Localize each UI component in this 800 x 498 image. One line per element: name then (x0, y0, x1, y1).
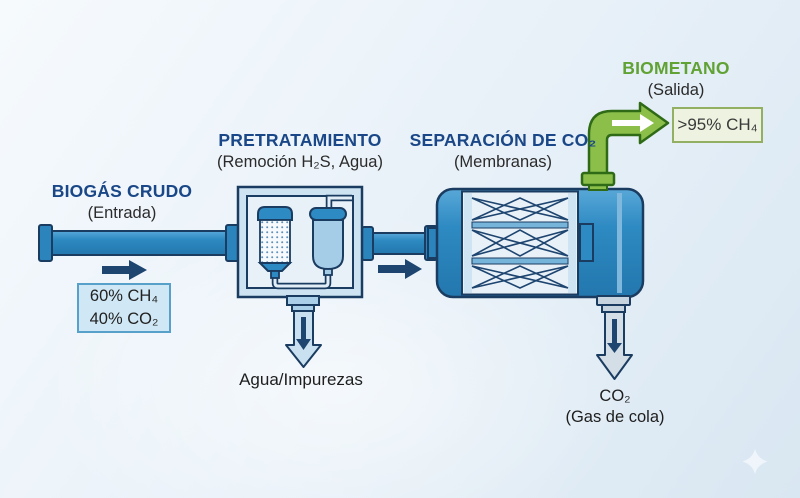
composition-line1: 60% CH₄ (89, 287, 159, 305)
module-port (579, 223, 594, 262)
input-subtitle: (Entrada) (87, 204, 157, 222)
interconnect-pipe (361, 225, 438, 261)
flow-right-arrow-icon (102, 260, 147, 280)
output-title: BIOMETANO (622, 58, 730, 78)
sparkle-watermark-icon (742, 449, 768, 474)
tailgas-line1: CO₂ (599, 387, 631, 405)
h2s-filter-vessel (257, 206, 293, 279)
output-subtitle: (Salida) (647, 81, 705, 99)
inlet-flange-left (38, 224, 53, 262)
inlet-pipe (38, 224, 240, 262)
pretreatment-unit (236, 185, 364, 312)
tailgas-line2: (Gas de cola) (565, 408, 665, 426)
water-impurities-label: Agua/Impurezas (239, 370, 363, 389)
biomethane-elbow-pipe (580, 101, 670, 191)
purity-callout-box: >95% CH₄ (672, 107, 763, 143)
pretreatment-subtitle: (Remoción H₂S, Agua) (217, 153, 383, 171)
separation-stage-label: SEPARACIÓN DE CO₂ (Membranas) (405, 130, 601, 172)
membrane-lattice (471, 197, 569, 289)
input-title: BIOGÁS CRUDO (51, 181, 193, 201)
separation-title: SEPARACIÓN DE CO₂ (409, 130, 597, 150)
flow-right-arrow-icon (612, 114, 654, 132)
membrane-module (427, 187, 645, 313)
tailgas-spout (601, 304, 626, 313)
pretreatment-stage-label: PRETRATAMIENTO (Remoción H₂S, Agua) (210, 130, 390, 172)
pretreatment-title: PRETRATAMIENTO (218, 130, 382, 150)
output-stage-label: BIOMETANO (Salida) (586, 58, 766, 100)
elbow-flange (580, 171, 616, 187)
flow-right-arrow-icon (378, 259, 422, 279)
composition-callout-box: 60% CH₄ 40% CO₂ (77, 283, 171, 333)
water-dryer-vessel (309, 207, 347, 276)
tailgas-label: CO₂ (Gas de cola) (545, 386, 685, 428)
separation-subtitle: (Membranas) (453, 153, 553, 171)
tailgas-spout (596, 295, 631, 306)
composition-line2: 40% CO₂ (89, 310, 159, 328)
input-stage-label: BIOGÁS CRUDO (Entrada) (32, 181, 212, 223)
down-arrow-icon (596, 311, 633, 380)
module-highlight (617, 193, 622, 293)
down-arrow-icon (285, 310, 322, 368)
purity-value: >95% CH₄ (677, 115, 758, 134)
drain-neck (286, 295, 320, 306)
